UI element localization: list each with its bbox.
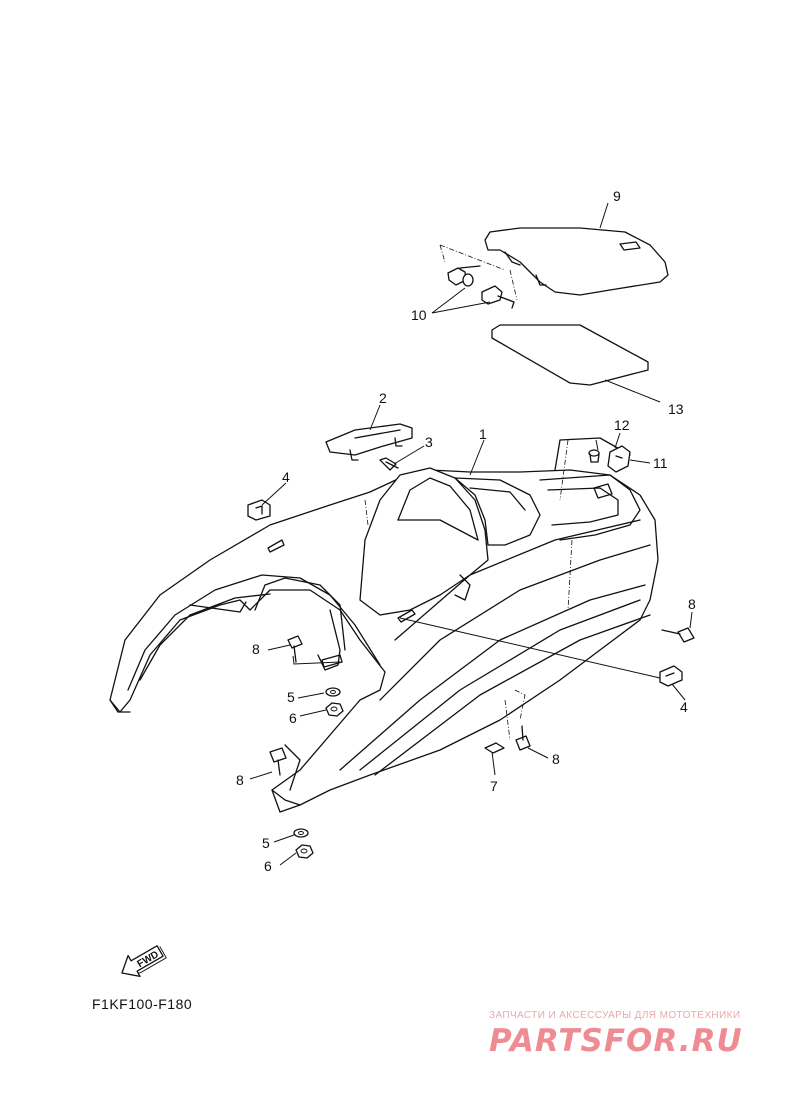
part-7-bracket: [484, 742, 505, 754]
callout-5-lower: 5: [262, 835, 270, 851]
callout-4-left: 4: [282, 469, 290, 485]
watermark-logo: PARTSFOR.RU: [489, 1023, 743, 1056]
callouts: 9 10 13 1 2 3 4 12 11 8 4 8 5 6 8 8 7 5 …: [236, 188, 696, 874]
part-4-clip-right: [659, 665, 683, 687]
part-6-nut-upper: [325, 702, 344, 717]
watermark-logo-text: PARTSFOR.RU: [489, 1023, 743, 1056]
part-10-hidden-lines: [439, 244, 518, 301]
callout-4-right: 4: [680, 699, 688, 715]
part-8-bolt-left: [287, 635, 303, 663]
callout-11: 11: [653, 455, 668, 471]
part-4-clip-left: [247, 499, 271, 521]
part-11-latch: [593, 445, 631, 499]
part-5-washer-lower: [293, 828, 309, 838]
callout-8-left: 8: [252, 641, 260, 657]
callout-6-upper: 6: [289, 710, 297, 726]
part-2-cover: [325, 423, 413, 461]
callout-12: 12: [614, 417, 630, 433]
callout-10: 10: [411, 307, 427, 323]
callout-9: 9: [613, 188, 621, 204]
fwd-arrow-icon: FWD: [121, 945, 167, 978]
watermark-caption: ЗАПЧАСТИ И АКСЕССУАРЫ ДЛЯ МОТОТЕХНИКИ: [489, 1010, 741, 1021]
callout-6-lower: 6: [264, 858, 272, 874]
callout-13: 13: [668, 401, 684, 417]
part-8-bolt-bottom: [515, 725, 531, 751]
part-5-washer-upper: [325, 687, 341, 697]
callout-5-upper: 5: [287, 689, 295, 705]
part-8-bolt-right: [661, 627, 695, 643]
part-3-screw: [379, 457, 399, 471]
part-12-plug: [588, 449, 600, 463]
callout-3: 3: [425, 434, 433, 450]
hidden-lines: [364, 439, 573, 741]
part-10-hinges: [447, 265, 515, 309]
fwd-label: FWD: [136, 949, 161, 970]
callout-8-front: 8: [236, 772, 244, 788]
part-13-mat: [491, 324, 649, 386]
callout-7: 7: [490, 778, 498, 794]
callout-1: 1: [479, 426, 487, 442]
part-1-body: [109, 437, 659, 813]
callout-8-right: 8: [688, 596, 696, 612]
part-8-bolt-front: [269, 747, 287, 776]
diagram-code: F1KF100-F180: [92, 996, 193, 1012]
part-6-nut-lower: [295, 844, 314, 859]
part-9-lid: [484, 227, 669, 296]
callout-8-bottom: 8: [552, 751, 560, 767]
leader-lines: [249, 202, 693, 866]
callout-2: 2: [379, 390, 387, 406]
